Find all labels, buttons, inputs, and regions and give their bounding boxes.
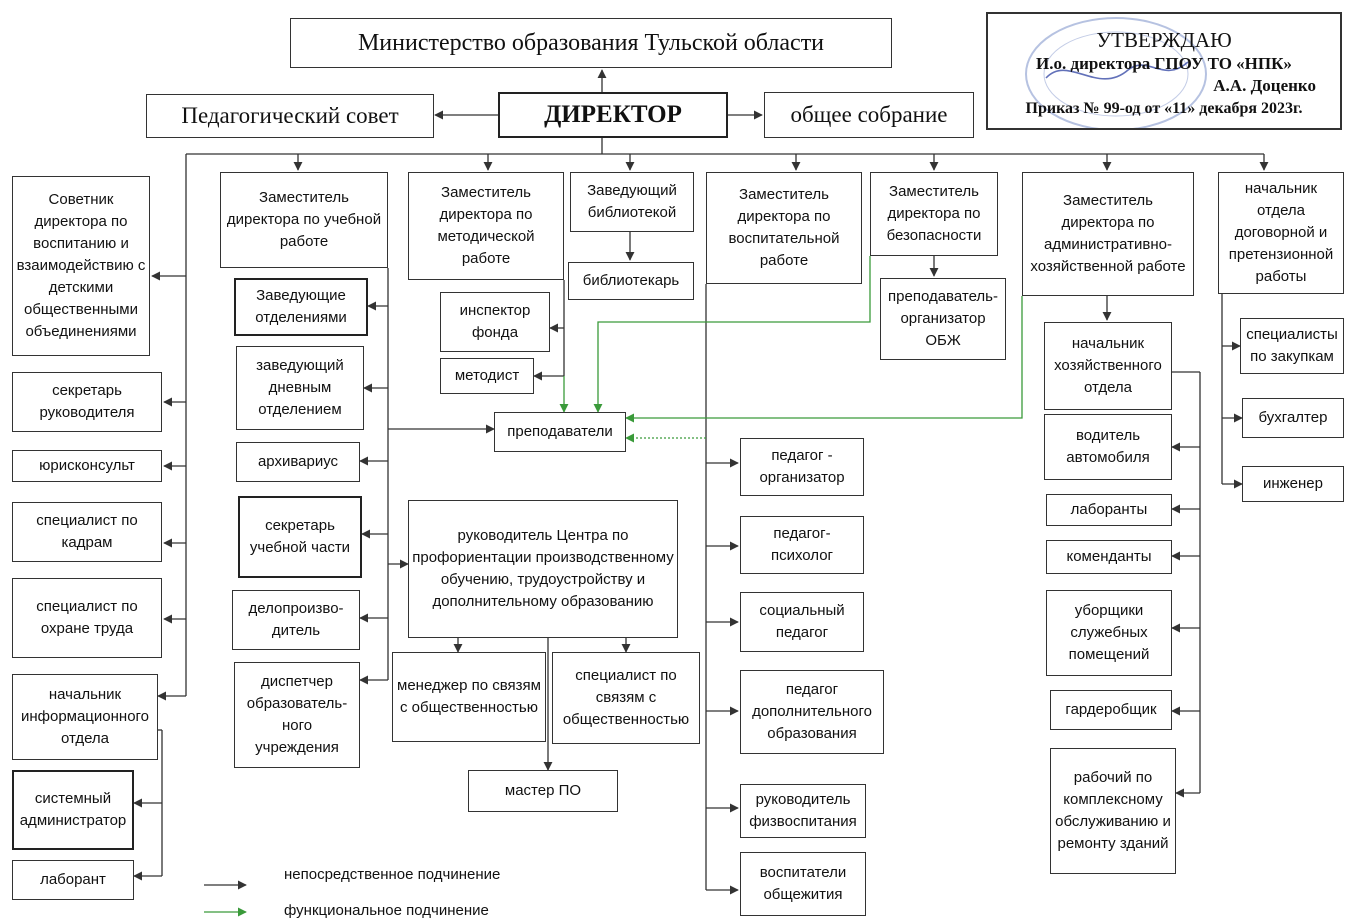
dept-heads-box: Заведующие отделениями	[234, 278, 368, 336]
obzh-teacher-box: преподаватель-организатор ОБЖ	[880, 278, 1006, 360]
deputy-security-box: Заместитель директора по безопасности	[870, 172, 998, 256]
household-head-box: начальник хозяйственного отдела	[1044, 322, 1172, 410]
lab-assistants-box: лаборанты	[1046, 494, 1172, 526]
deputy-academic-box: Заместитель директора по учебной работе	[220, 172, 388, 268]
maintenance-worker-box: рабочий по комплексному обслуживанию и р…	[1050, 748, 1176, 874]
signature-icon	[1045, 61, 1189, 80]
stamp-icon	[1025, 17, 1207, 128]
safety-specialist-box: специалист по охране труда	[12, 578, 162, 658]
general-meeting-box: общее собрание	[764, 92, 974, 138]
approval-block: УТВЕРЖДАЮ И.о. директора ГПОУ ТО «НПК» А…	[986, 12, 1342, 130]
approval-order: Приказ № 99-од от «11» декабря 2023г.	[1025, 100, 1303, 117]
clerk-box: делопроизво-дитель	[232, 590, 360, 650]
social-teacher-box: социальный педагог	[740, 592, 864, 652]
sysadmin-box: системный администратор	[12, 770, 134, 850]
teachers-box: преподаватели	[494, 412, 626, 452]
lab-assistant-box: лаборант	[12, 860, 134, 900]
master-box: мастер ПО	[468, 770, 618, 812]
cleaners-box: уборщики служебных помещений	[1046, 590, 1172, 676]
approval-position: И.о. директора ГПОУ ТО «НПК»	[1036, 54, 1292, 73]
organizer-teacher-box: педагог - организатор	[740, 438, 864, 496]
director-box: ДИРЕКТОР	[498, 92, 728, 138]
approval-title: УТВЕРЖДАЮ	[1096, 28, 1232, 52]
librarian-box: библиотекарь	[568, 262, 694, 300]
library-head-box: Заведующий библиотекой	[570, 172, 694, 232]
methodist-box: методист	[440, 358, 534, 394]
hr-specialist-box: специалист по кадрам	[12, 502, 162, 562]
legend-functional-label: функциональное подчинение	[284, 902, 489, 919]
career-center-box: руководитель Центра по профориентации пр…	[408, 500, 678, 638]
approval-name: А.А. Доценко	[1213, 76, 1316, 95]
pr-specialist-box: специалист по связям с общественностью	[552, 652, 700, 744]
deputy-methodical-box: Заместитель директора по методической ра…	[408, 172, 564, 280]
engineer-box: инженер	[1242, 466, 1344, 502]
ministry-box: Министерство образования Тульской област…	[290, 18, 892, 68]
secretary-box: секретарь руководителя	[12, 372, 162, 432]
cloakroom-box: гардеробщик	[1050, 690, 1172, 730]
psychologist-box: педагог-психолог	[740, 516, 864, 574]
legal-advisor-box: юрисконсульт	[12, 450, 162, 482]
deputy-educational-box: Заместитель директора по воспитательной …	[706, 172, 862, 284]
pr-manager-box: менеджер по связям с общественностью	[392, 652, 546, 742]
additional-ed-teacher-box: педагог дополнительного образования	[740, 670, 884, 754]
driver-box: водитель автомобиля	[1044, 414, 1172, 480]
caretakers-box: коменданты	[1046, 540, 1172, 574]
ped-council-box: Педагогический совет	[146, 94, 434, 138]
fund-inspector-box: инспектор фонда	[440, 292, 550, 352]
pe-head-box: руководитель физвоспитания	[740, 784, 866, 838]
procurement-box: специалисты по закупкам	[1240, 318, 1344, 374]
legend-direct-label: непосредственное подчинение	[284, 866, 501, 883]
archivist-box: архивариус	[236, 442, 360, 482]
accountant-box: бухгалтер	[1242, 398, 1344, 438]
academic-secretary-box: секретарь учебной части	[238, 496, 362, 578]
dispatcher-box: диспетчер образователь-ного учреждения	[234, 662, 360, 768]
day-dept-head-box: заведующий дневным отделением	[236, 346, 364, 430]
deputy-admin-box: Заместитель директора по административно…	[1022, 172, 1194, 296]
advisor-box: Советник директора по воспитанию и взаим…	[12, 176, 150, 356]
info-dept-head-box: начальник информационного отдела	[12, 674, 158, 760]
dorm-educators-box: воспитатели общежития	[740, 852, 866, 916]
contract-head-box: начальник отдела договорной и претензион…	[1218, 172, 1344, 294]
